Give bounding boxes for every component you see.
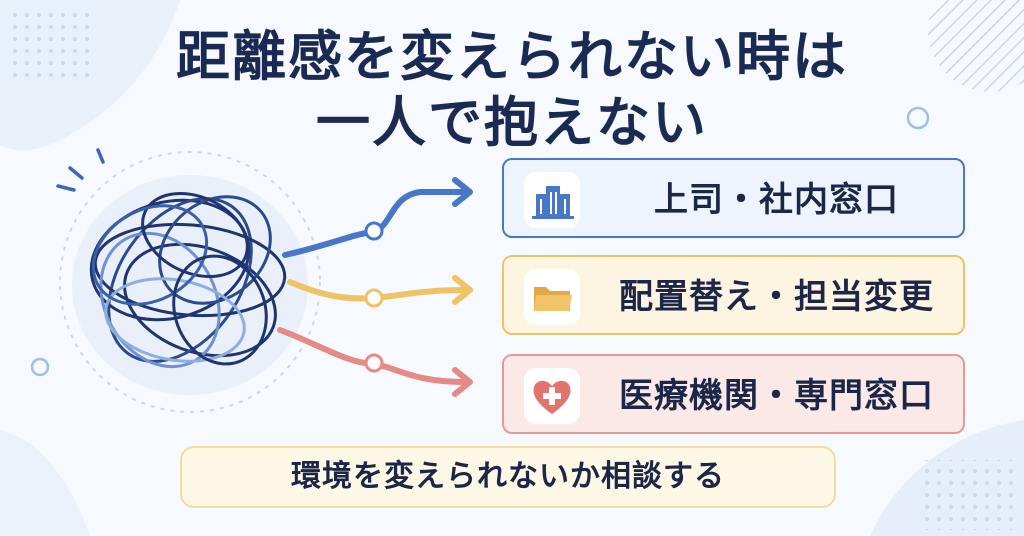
icon-container [524,368,580,424]
option-label: 医療機関・専門窓口 [619,376,934,416]
option-card-supervisor: 上司・社内窓口 [502,158,965,238]
option-card-medical: 医療機関・専門窓口 [502,354,965,434]
stress-lines [56,148,105,192]
option-card-reassignment: 配置替え・担当変更 [502,255,965,335]
medical-heart-icon [533,380,571,414]
folder-icon [534,287,572,311]
icon-container [524,172,580,228]
consult-banner: 環境を変えられないか相談する [180,446,836,508]
ring-decoration [30,357,50,377]
dot-pattern [920,460,1020,530]
striped-circle [928,0,1024,92]
dot-pattern [10,12,94,84]
title-line-1: 距離感を変えられない時は [176,25,848,88]
connector-node [364,288,384,308]
option-label: 配置替え・担当変更 [619,277,934,317]
title-line-2: 一人で抱えない [316,91,708,154]
tangle-illustration [89,191,287,369]
ring-decoration [906,106,930,130]
icon-container [524,269,580,325]
connector-node [364,221,384,241]
connector-node [364,353,384,373]
building-icon [532,186,574,219]
dashed-circle [59,151,321,413]
option-label: 上司・社内窓口 [654,180,899,220]
